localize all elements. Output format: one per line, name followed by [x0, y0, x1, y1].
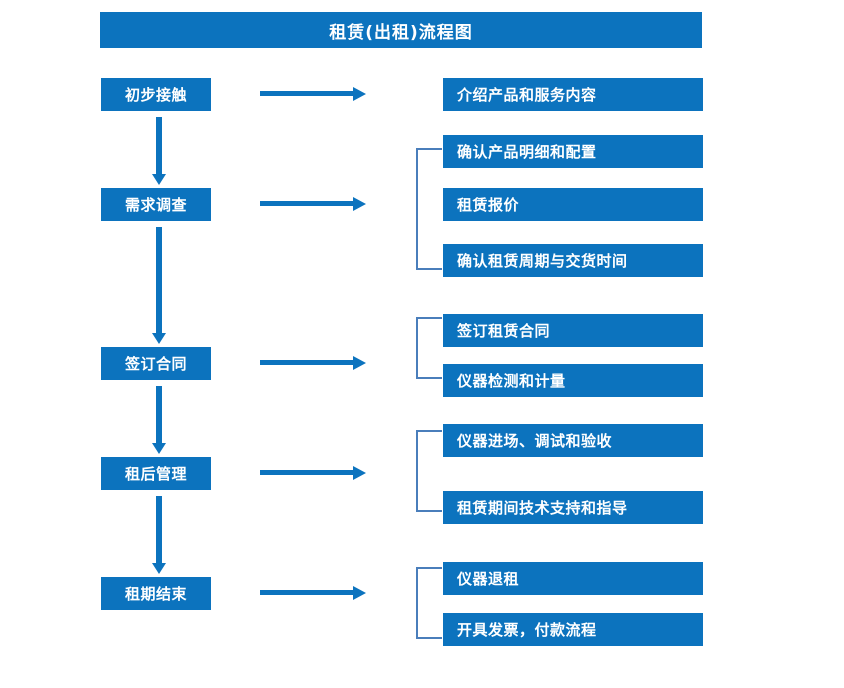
- stage-box-4[interactable]: 租后管理: [101, 457, 211, 490]
- vertical-arrow-4: [152, 496, 166, 574]
- arrow-head-icon: [152, 174, 166, 185]
- arrow-shaft: [156, 386, 162, 443]
- vertical-arrow-3: [152, 386, 166, 454]
- stage-box-3[interactable]: 签订合同: [101, 347, 211, 380]
- arrow-head-icon: [152, 443, 166, 454]
- arrow-shaft: [156, 117, 162, 174]
- bracket-connector-5: [416, 567, 442, 639]
- arrow-shaft: [260, 201, 354, 206]
- bracket-connector-3: [416, 317, 442, 379]
- arrow-head-icon: [152, 333, 166, 344]
- arrow-head-icon: [353, 356, 366, 370]
- arrow-shaft: [260, 470, 354, 475]
- detail-box-4[interactable]: 确认租赁周期与交货时间: [443, 244, 703, 277]
- arrow-head-icon: [353, 586, 366, 600]
- detail-box-2[interactable]: 确认产品明细和配置: [443, 135, 703, 168]
- arrow-shaft: [156, 227, 162, 333]
- arrow-head-icon: [152, 563, 166, 574]
- detail-box-8[interactable]: 租赁期间技术支持和指导: [443, 491, 703, 524]
- arrow-shaft: [156, 496, 162, 563]
- horizontal-arrow-1: [260, 87, 366, 101]
- horizontal-arrow-5: [260, 586, 366, 600]
- bracket-connector-4: [416, 430, 442, 512]
- arrow-shaft: [260, 590, 354, 595]
- detail-box-10[interactable]: 开具发票，付款流程: [443, 613, 703, 646]
- horizontal-arrow-4: [260, 466, 366, 480]
- stage-box-5[interactable]: 租期结束: [101, 577, 211, 610]
- detail-box-3[interactable]: 租赁报价: [443, 188, 703, 221]
- arrow-head-icon: [353, 466, 366, 480]
- arrow-head-icon: [353, 87, 366, 101]
- detail-box-5[interactable]: 签订租赁合同: [443, 314, 703, 347]
- arrow-shaft: [260, 91, 354, 96]
- stage-box-1[interactable]: 初步接触: [101, 78, 211, 111]
- detail-box-7[interactable]: 仪器进场、调试和验收: [443, 424, 703, 457]
- detail-box-1[interactable]: 介绍产品和服务内容: [443, 78, 703, 111]
- stage-box-2[interactable]: 需求调查: [101, 188, 211, 221]
- horizontal-arrow-2: [260, 197, 366, 211]
- vertical-arrow-1: [152, 117, 166, 185]
- page-title: 租赁(出租)流程图: [100, 12, 702, 48]
- horizontal-arrow-3: [260, 356, 366, 370]
- vertical-arrow-2: [152, 227, 166, 344]
- detail-box-6[interactable]: 仪器检测和计量: [443, 364, 703, 397]
- arrow-shaft: [260, 360, 354, 365]
- detail-box-9[interactable]: 仪器退租: [443, 562, 703, 595]
- bracket-connector-2: [416, 148, 442, 270]
- arrow-head-icon: [353, 197, 366, 211]
